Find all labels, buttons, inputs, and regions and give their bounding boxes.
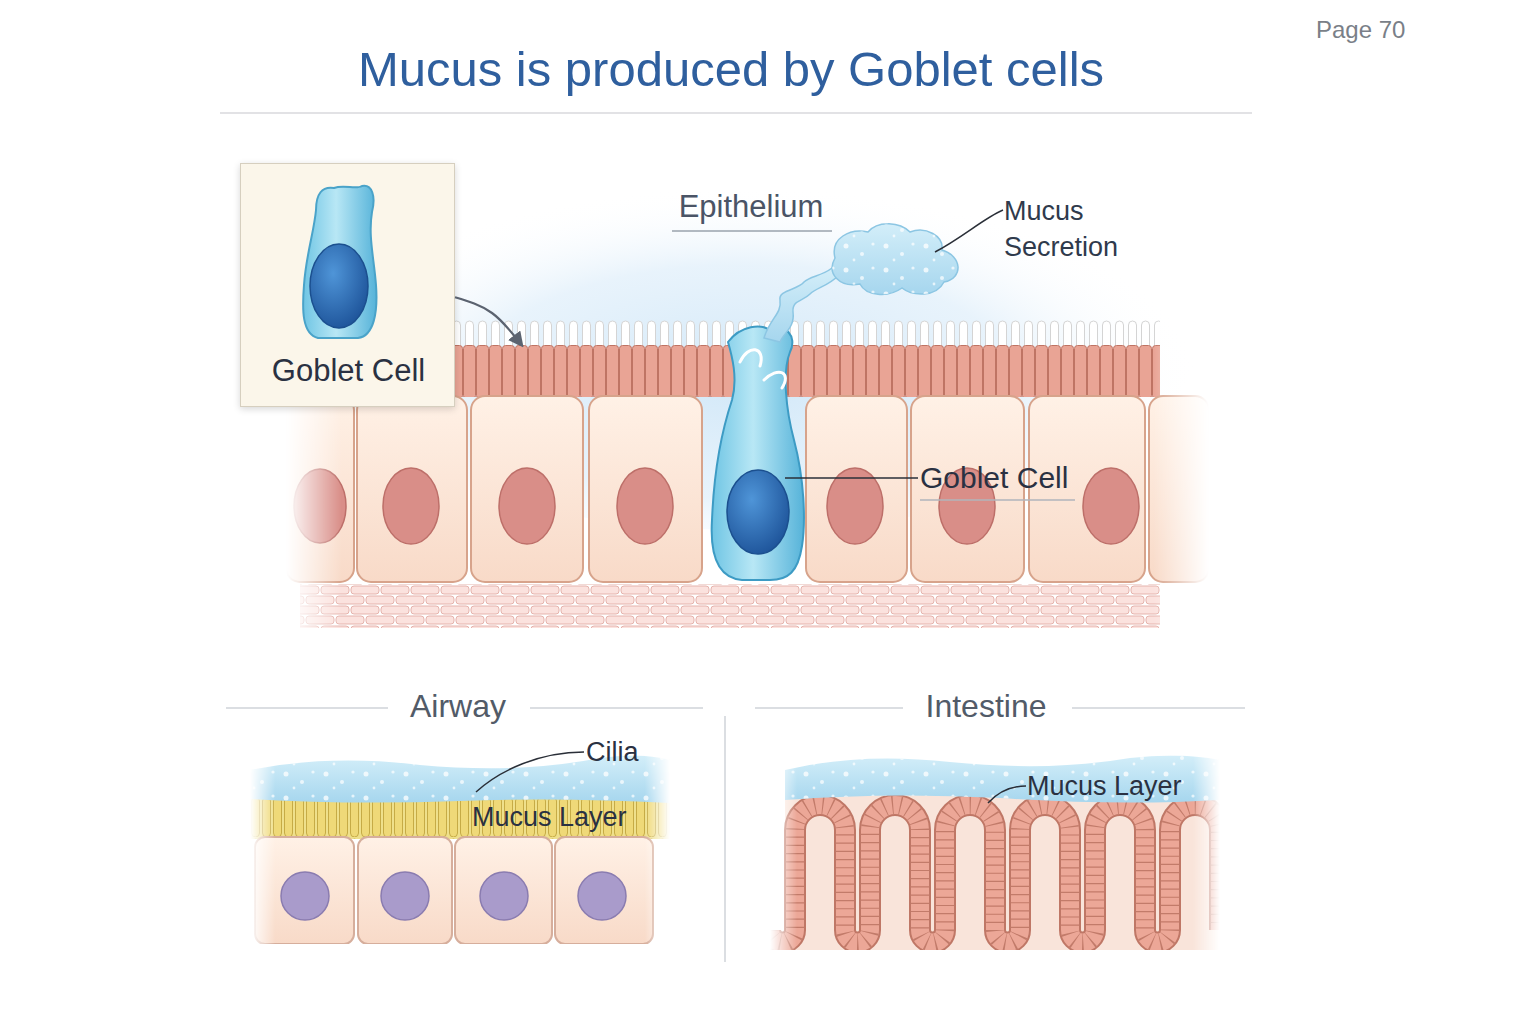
nucleus xyxy=(499,468,555,544)
callout-label: Goblet Cell xyxy=(920,460,1110,496)
pointer-arrow xyxy=(455,297,522,345)
airway-cell xyxy=(555,837,653,944)
nucleus xyxy=(294,469,346,543)
panel-heading: Airway xyxy=(358,687,558,725)
nucleus xyxy=(281,872,329,920)
nucleus xyxy=(827,468,883,544)
connector-layer xyxy=(455,297,522,345)
heading-rule xyxy=(226,707,388,709)
airway-cell xyxy=(255,837,354,944)
mucus-stream xyxy=(764,268,838,342)
nucleus xyxy=(617,468,673,544)
callout-label: Mucus Layer xyxy=(1027,770,1217,802)
callout-label: Mucus Layer xyxy=(472,801,662,833)
epithelial-cell xyxy=(589,396,702,582)
nucleus xyxy=(1083,468,1139,544)
page-title: Mucus is produced by Goblet cells xyxy=(131,40,1331,99)
inset-box: Goblet Cell xyxy=(240,163,455,407)
callout-label: Cilia xyxy=(586,736,706,768)
nucleus xyxy=(578,872,626,920)
inset-title: Goblet Cell xyxy=(241,352,456,389)
page-number: Page 70 xyxy=(1316,16,1426,45)
goblet-nucleus xyxy=(727,470,789,554)
leader-line xyxy=(476,752,584,792)
panel-divider xyxy=(724,716,726,962)
goblet-cell-body xyxy=(303,186,376,338)
title-rule xyxy=(220,112,1252,114)
heading-rule xyxy=(1072,707,1245,709)
mucus-bubbles xyxy=(785,755,1220,802)
nucleus xyxy=(383,468,439,544)
mucus-blob xyxy=(832,224,958,295)
airway-cells xyxy=(255,837,653,944)
heading-underline xyxy=(672,230,832,232)
airway-cell xyxy=(358,837,452,944)
label-underline xyxy=(920,499,1075,501)
intestine-mucus xyxy=(785,755,1220,802)
epithelial-cell xyxy=(471,396,583,582)
goblet-cell-illustration xyxy=(712,224,958,580)
basement-layer xyxy=(300,584,1160,628)
epithelial-cell xyxy=(806,396,907,582)
mucus-bubbles xyxy=(832,224,958,295)
epithelial-cell xyxy=(357,396,467,582)
nucleus xyxy=(480,872,528,920)
airway-panel: Airway xyxy=(250,750,670,950)
airway-cell xyxy=(455,837,552,944)
section-heading: Epithelium xyxy=(651,188,851,225)
callout-label: Mucus Secretion xyxy=(1004,193,1144,265)
inset-goblet-cell xyxy=(303,186,376,338)
leader-line xyxy=(935,210,1003,252)
goblet-cell-body xyxy=(712,327,804,580)
panel-heading: Intestine xyxy=(886,687,1086,725)
heading-rule xyxy=(755,707,903,709)
nucleus xyxy=(381,872,429,920)
epithelial-cell xyxy=(1149,396,1209,582)
mucus-swirl xyxy=(740,350,761,366)
airway-illustration xyxy=(250,755,670,944)
mucus-swirl xyxy=(764,372,785,388)
villi xyxy=(770,805,1220,943)
leader-line xyxy=(988,786,1026,803)
goblet-nucleus xyxy=(310,244,368,328)
epithelial-cell xyxy=(286,396,354,582)
heading-rule xyxy=(530,707,703,709)
villi-cell-borders xyxy=(770,805,1220,943)
leader-line xyxy=(785,477,918,479)
airway-nuclei xyxy=(281,872,626,920)
intestine-illustration xyxy=(770,755,1220,950)
villi-outline xyxy=(770,805,1220,943)
